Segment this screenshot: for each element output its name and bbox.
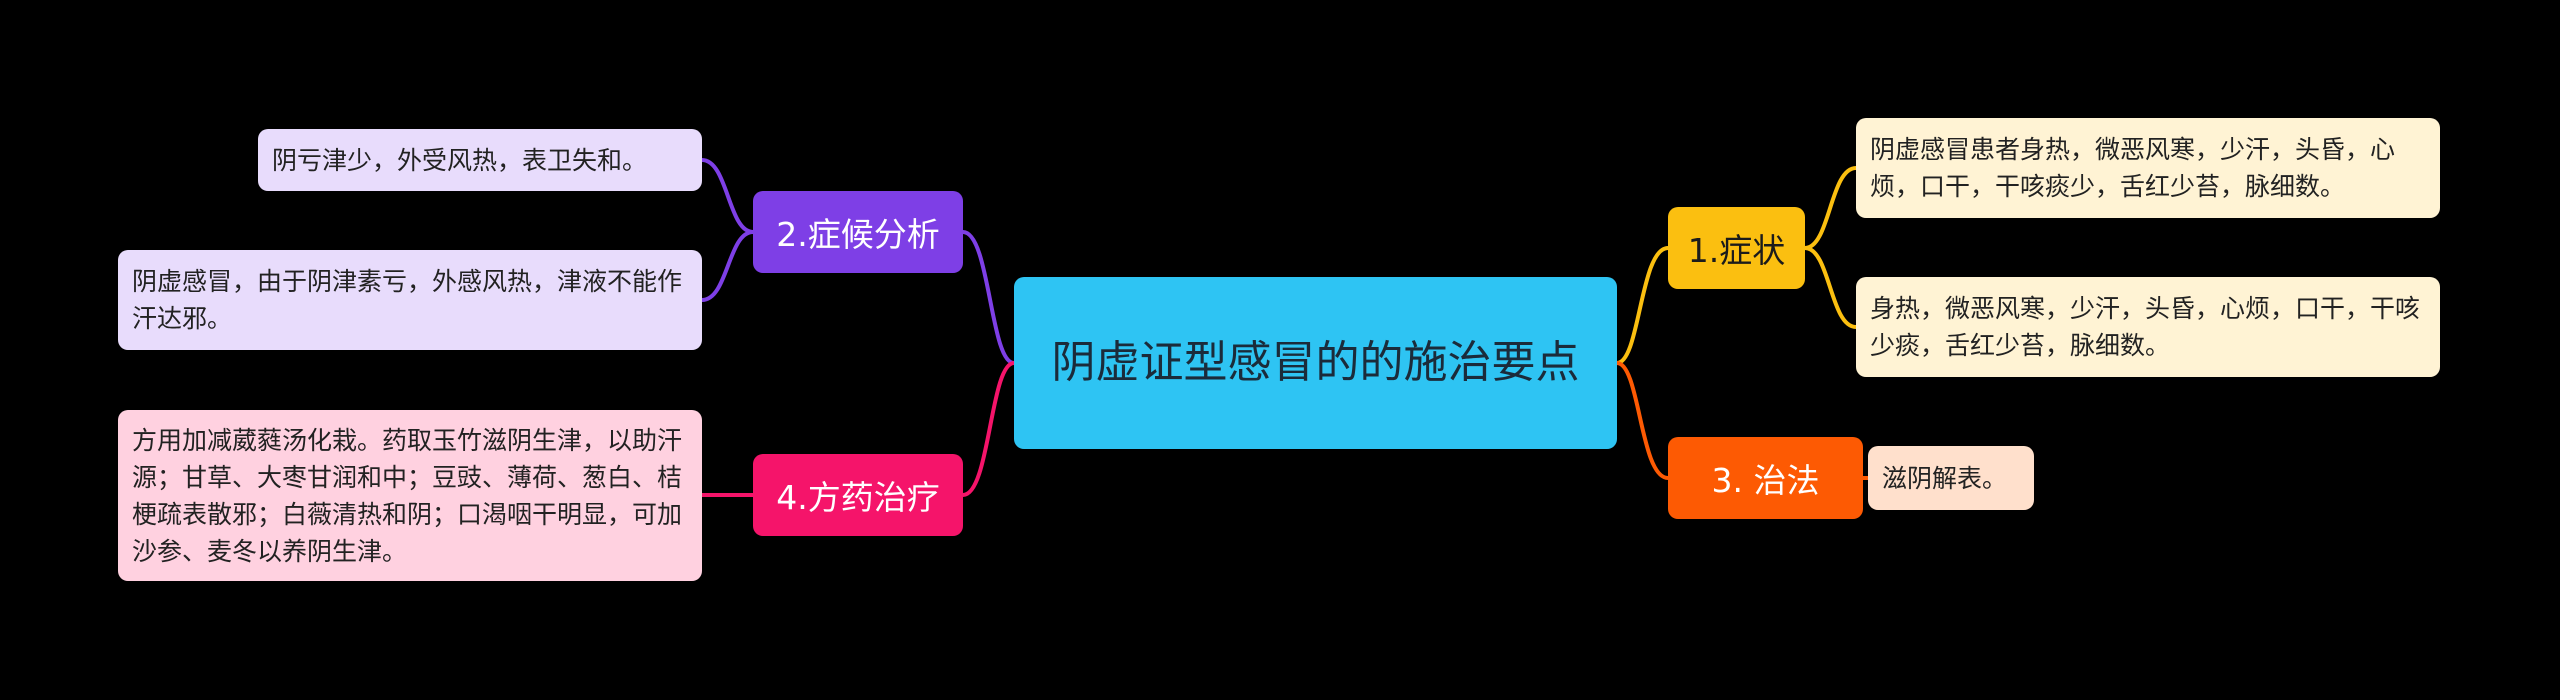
root-topic-label: 阴虚证型感冒的的施治要点 (1051, 337, 1580, 388)
connector-symptoms-leaf-1 (1804, 166, 1857, 250)
branch-symptoms[interactable]: 1.症状 (1668, 207, 1805, 289)
leaf-analysis-2-text: 阴虚感冒，由于阴津素亏，外感风热，津液不能作汗达邪。 (132, 267, 683, 333)
branch-prescription[interactable]: 4.方药治疗 (753, 454, 963, 536)
leaf-symptoms-2-text: 身热，微恶风寒，少汗，头昏，心烦，口干，干咳少痰，舌红少苔，脉细数。 (1870, 294, 2421, 360)
connector-root-treatment (1616, 361, 1669, 480)
leaf-treatment-1[interactable]: 滋阴解表。 (1868, 446, 2034, 510)
branch-treatment[interactable]: 3. 治法 (1668, 437, 1863, 519)
leaf-treatment-1-text: 滋阴解表。 (1882, 463, 2008, 493)
leaf-symptoms-2[interactable]: 身热，微恶风寒，少汗，头昏，心烦，口干，干咳少痰，舌红少苔，脉细数。 (1856, 277, 2440, 377)
connector-analysis-leaf-1 (701, 158, 754, 234)
connector-root-prescription (962, 361, 1015, 497)
leaf-symptoms-1[interactable]: 阴虚感冒患者身热，微恶风寒，少汗，头昏，心烦，口干，干咳痰少，舌红少苔，脉细数。 (1856, 118, 2440, 218)
branch-treatment-label: 3. 治法 (1711, 461, 1820, 500)
connector-root-symptoms (1616, 246, 1669, 365)
branch-analysis[interactable]: 2.症候分析 (753, 191, 963, 273)
connector-root-analysis (962, 230, 1015, 365)
connector-symptoms-leaf-2 (1804, 246, 1857, 329)
leaf-prescription-1-text: 方用加减葳蕤汤化栽。药取玉竹滋阴生津，以助汗源；甘草、大枣甘润和中；豆豉、薄荷、… (132, 425, 683, 566)
connector-analysis-leaf-2 (701, 230, 754, 302)
branch-symptoms-label: 1.症状 (1687, 231, 1786, 270)
leaf-prescription-1[interactable]: 方用加减葳蕤汤化栽。药取玉竹滋阴生津，以助汗源；甘草、大枣甘润和中；豆豉、薄荷、… (118, 410, 702, 581)
leaf-analysis-1-text: 阴亏津少，外受风热，表卫失和。 (272, 145, 648, 175)
root-topic[interactable]: 阴虚证型感冒的的施治要点 (1014, 277, 1617, 449)
branch-prescription-label: 4.方药治疗 (776, 478, 940, 517)
leaf-analysis-1[interactable]: 阴亏津少，外受风热，表卫失和。 (258, 129, 702, 191)
branch-analysis-label: 2.症候分析 (776, 215, 940, 254)
leaf-symptoms-1-text: 阴虚感冒患者身热，微恶风寒，少汗，头昏，心烦，口干，干咳痰少，舌红少苔，脉细数。 (1870, 135, 2396, 201)
leaf-analysis-2[interactable]: 阴虚感冒，由于阴津素亏，外感风热，津液不能作汗达邪。 (118, 250, 702, 350)
